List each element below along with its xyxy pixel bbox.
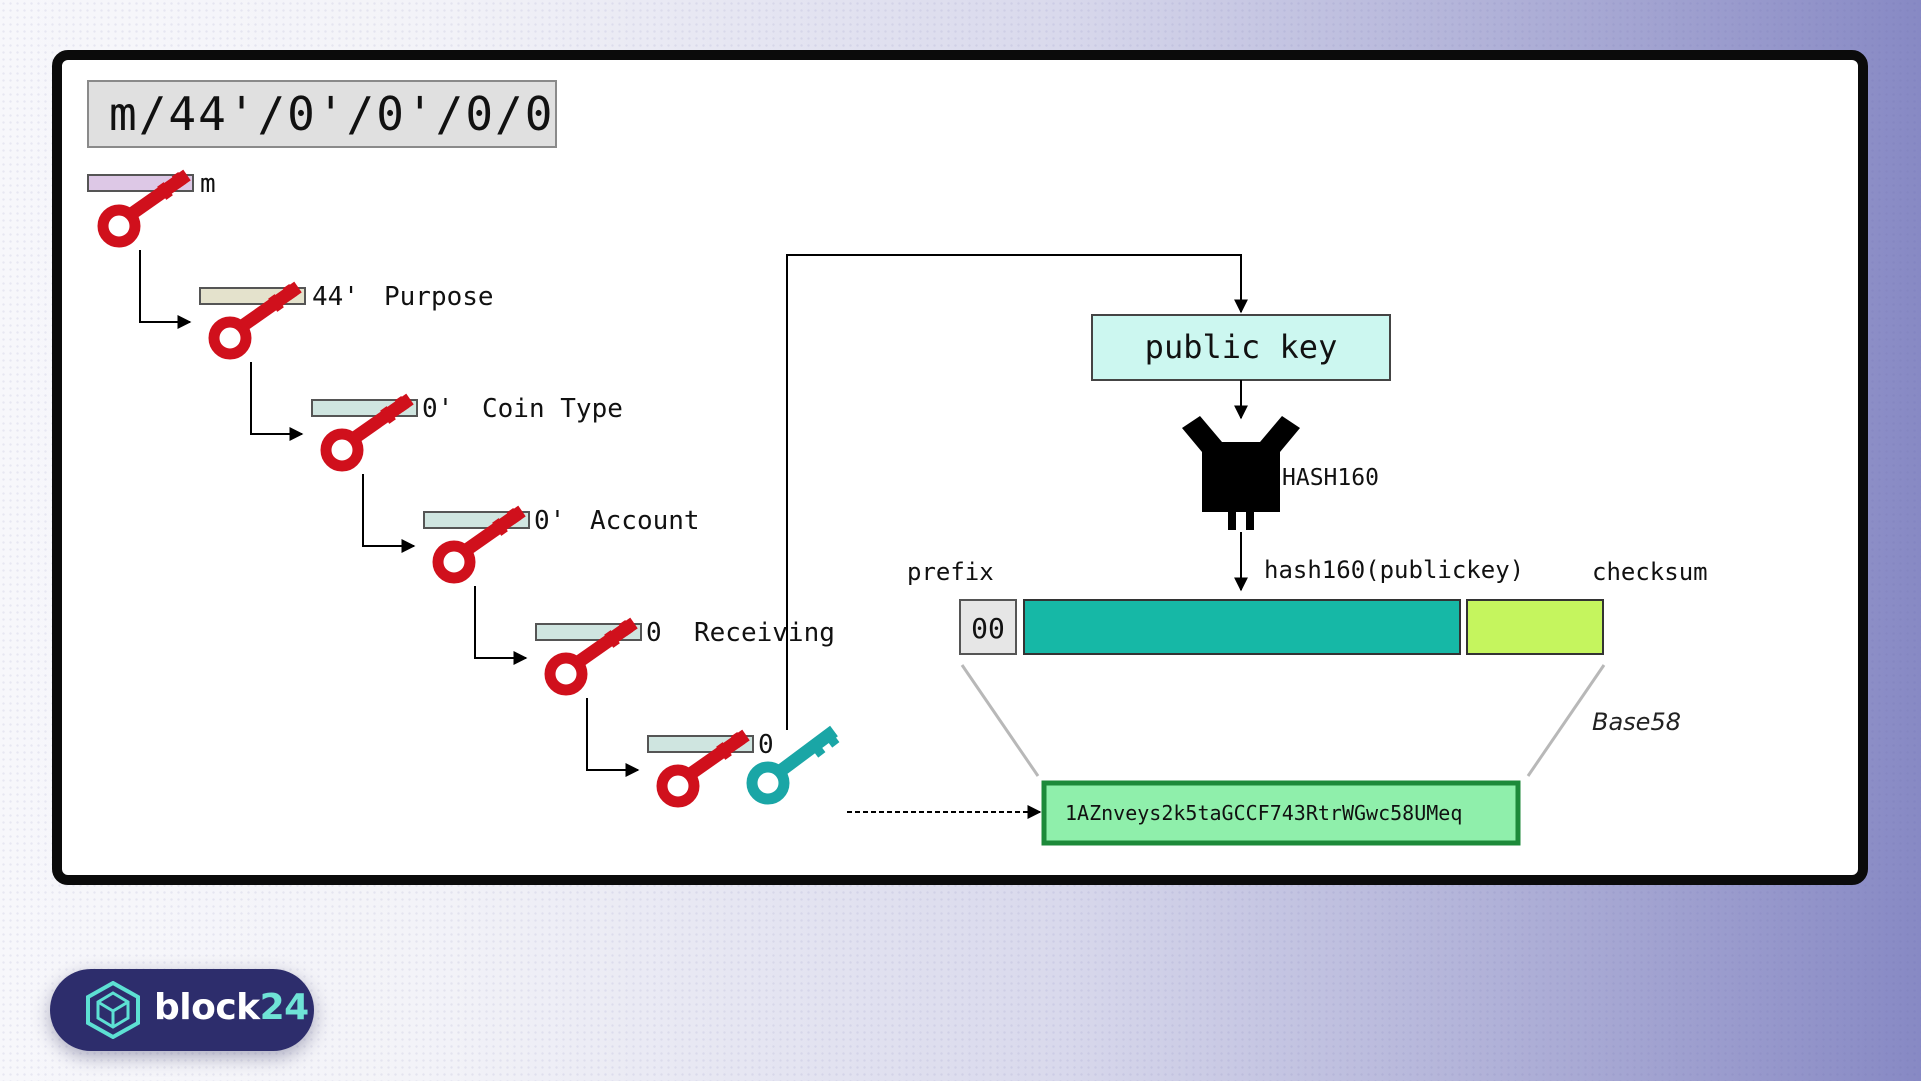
prefix-label: prefix	[907, 558, 994, 586]
level-label: Receiving	[694, 618, 835, 648]
hash160-funnel-icon	[1182, 416, 1300, 530]
checksum-bytes-box	[1466, 599, 1604, 655]
level-value: 0	[646, 618, 662, 648]
public-key-label: public key	[1145, 328, 1338, 366]
address-box	[1041, 780, 1521, 846]
hash160-label: HASH160	[1282, 465, 1379, 491]
level-purpose: 44' Purpose	[199, 282, 494, 354]
level-account: 0' Account	[423, 506, 700, 578]
level-label: Coin Type	[482, 394, 623, 424]
derivation-path-box: m/44'/0'/0'/0/0	[87, 80, 557, 148]
level-value: 44'	[312, 282, 359, 312]
prefix-byte-box	[959, 599, 1017, 655]
derivation-diagram: m 44' Purpose 0' Coin Type 0' Account	[87, 60, 1708, 846]
brand-name: block24	[154, 987, 309, 1028]
level-value: 0'	[534, 506, 565, 536]
connector-arrow	[586, 698, 640, 777]
base58-label: Base58	[1592, 708, 1681, 736]
checksum-label: checksum	[1592, 558, 1708, 586]
connector-arrow	[139, 250, 192, 329]
hash-label: hash160(publickey)	[1264, 556, 1524, 584]
level-receiving: 0 Receiving	[535, 618, 835, 690]
prefix-value: 00	[971, 612, 1005, 645]
level-value: 0'	[422, 394, 453, 424]
level-address-index: 0	[647, 728, 839, 802]
base58-guide-right	[1526, 664, 1606, 777]
diagram-frame: m/44'/0'/0'/0/0 m	[52, 50, 1868, 885]
connector-arrow	[362, 474, 416, 553]
level-coin-type: 0' Coin Type	[311, 394, 623, 466]
level-value: m	[200, 169, 216, 199]
connector-arrow	[474, 586, 528, 665]
brand-badge: block24	[50, 969, 314, 1051]
hash160-bytes-box	[1023, 599, 1461, 655]
level-label: Purpose	[384, 282, 494, 312]
level-m: m	[87, 169, 216, 242]
connector-arrow	[250, 362, 304, 441]
block24-logo-icon	[86, 981, 140, 1039]
level-label: Account	[590, 506, 700, 536]
base58-guide-left	[960, 664, 1040, 777]
level-value: 0	[758, 730, 774, 760]
pubkey-connector	[786, 254, 1248, 730]
bitcoin-address: 1AZnveys2k5taGCCF743RtrWGwc58UMeq	[1065, 801, 1462, 825]
